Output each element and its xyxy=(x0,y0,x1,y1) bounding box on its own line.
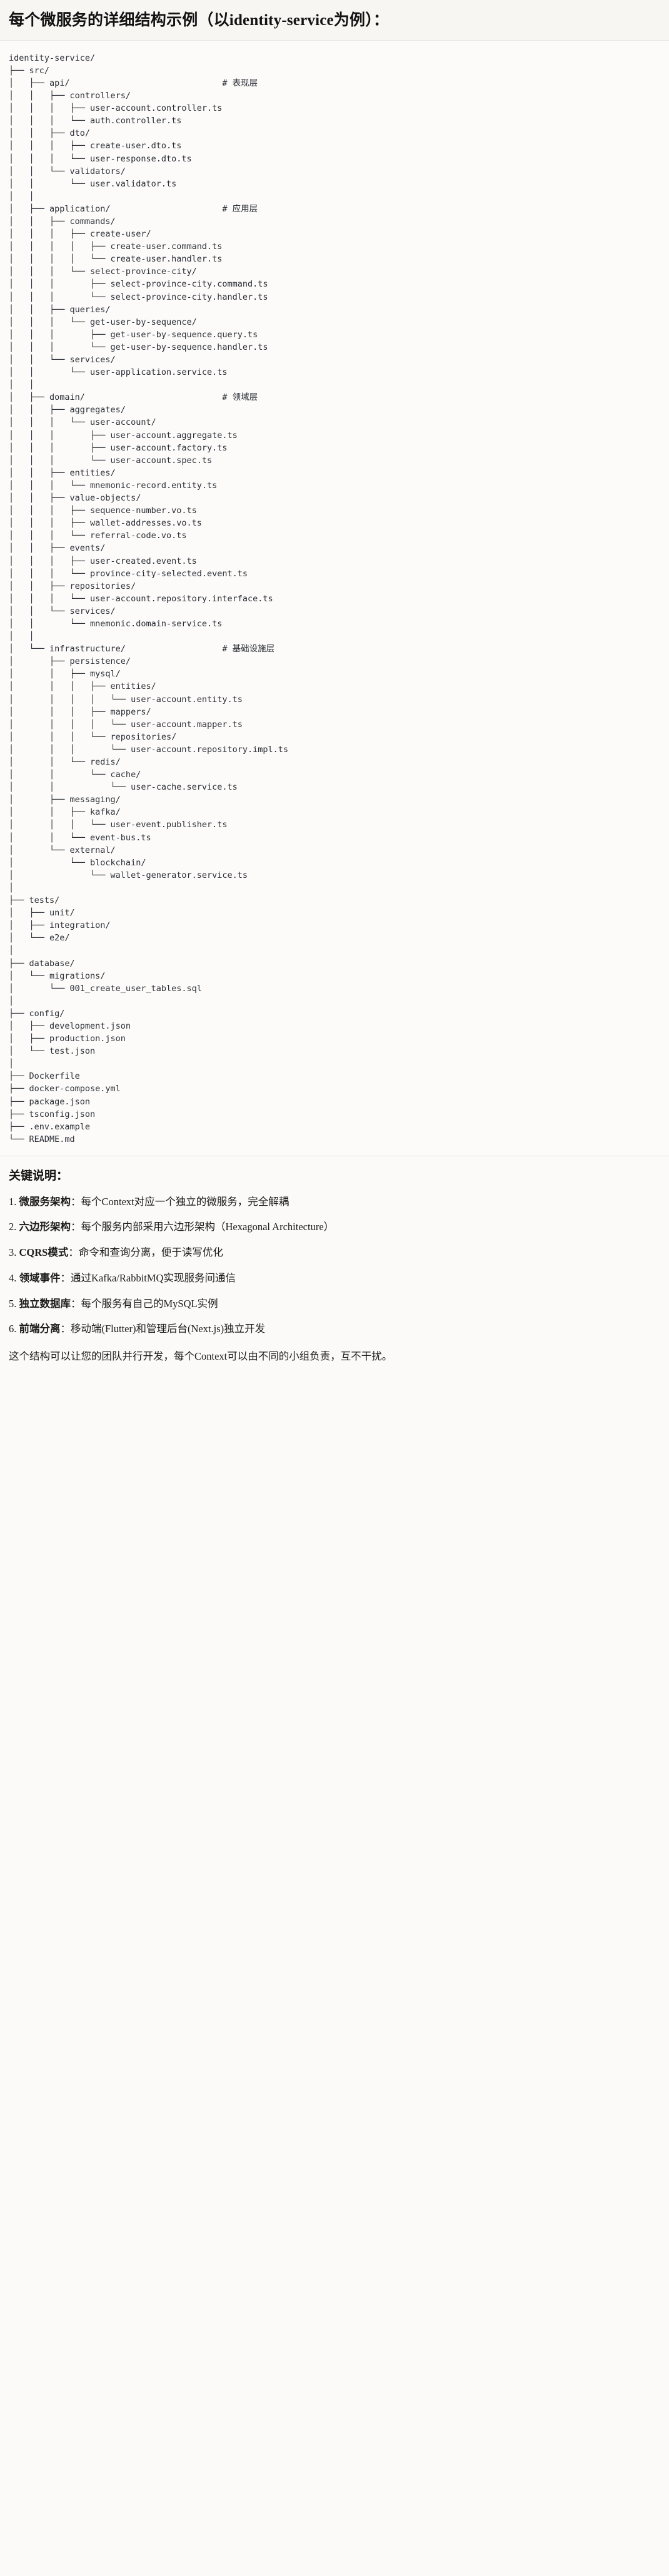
page-title: 每个微服务的详细结构示例（以identity-service为例）： xyxy=(0,0,669,41)
directory-tree: identity-service/ ├── src/ │ ├── api/ # … xyxy=(9,53,289,1144)
note-term: 领域事件 xyxy=(19,1271,61,1284)
key-notes-title: 关键说明： xyxy=(9,1169,69,1183)
page-container: 每个微服务的详细结构示例（以identity-service为例）： ident… xyxy=(0,0,669,1375)
key-notes-section: 关键说明： 微服务架构：每个Context对应一个独立的微服务，完全解耦 六边形… xyxy=(0,1156,669,1375)
note-separator: ： xyxy=(60,1271,71,1284)
note-term: 微服务架构 xyxy=(19,1195,71,1208)
note-term: 独立数据库 xyxy=(19,1297,71,1310)
list-item: 六边形架构：每个服务内部采用六边形架构（Hexagonal Architectu… xyxy=(9,1219,660,1235)
note-term: 前端分离 xyxy=(19,1323,61,1335)
list-item: 前端分离：移动端(Flutter)和管理后台(Next.js)独立开发 xyxy=(9,1321,660,1337)
note-description: 每个服务内部采用六边形架构（Hexagonal Architecture） xyxy=(81,1221,334,1233)
list-item: CQRS模式：命令和查询分离，便于读写优化 xyxy=(9,1245,660,1261)
note-description: 通过Kafka/RabbitMQ实现服务间通信 xyxy=(71,1271,236,1284)
note-separator: ： xyxy=(60,1323,71,1335)
note-separator: ： xyxy=(68,1246,79,1259)
note-separator: ： xyxy=(71,1221,81,1233)
key-notes-list: 微服务架构：每个Context对应一个独立的微服务，完全解耦 六边形架构：每个服… xyxy=(9,1194,660,1338)
note-term: CQRS模式 xyxy=(19,1246,69,1259)
note-description: 每个Context对应一个独立的微服务，完全解耦 xyxy=(81,1195,289,1208)
list-item: 微服务架构：每个Context对应一个独立的微服务，完全解耦 xyxy=(9,1194,660,1210)
note-description: 移动端(Flutter)和管理后台(Next.js)独立开发 xyxy=(71,1323,266,1335)
note-separator: ： xyxy=(71,1195,81,1208)
list-item: 独立数据库：每个服务有自己的MySQL实例 xyxy=(9,1296,660,1312)
note-description: 每个服务有自己的MySQL实例 xyxy=(81,1297,218,1310)
note-description: 命令和查询分离，便于读写优化 xyxy=(78,1246,223,1259)
note-term: 六边形架构 xyxy=(19,1221,71,1233)
closing-paragraph: 这个结构可以让您的团队并行开发，每个Context可以由不同的小组负责，互不干扰… xyxy=(9,1350,393,1363)
note-separator: ： xyxy=(71,1297,81,1310)
code-block: identity-service/ ├── src/ │ ├── api/ # … xyxy=(0,40,669,1156)
list-item: 领域事件：通过Kafka/RabbitMQ实现服务间通信 xyxy=(9,1271,660,1286)
